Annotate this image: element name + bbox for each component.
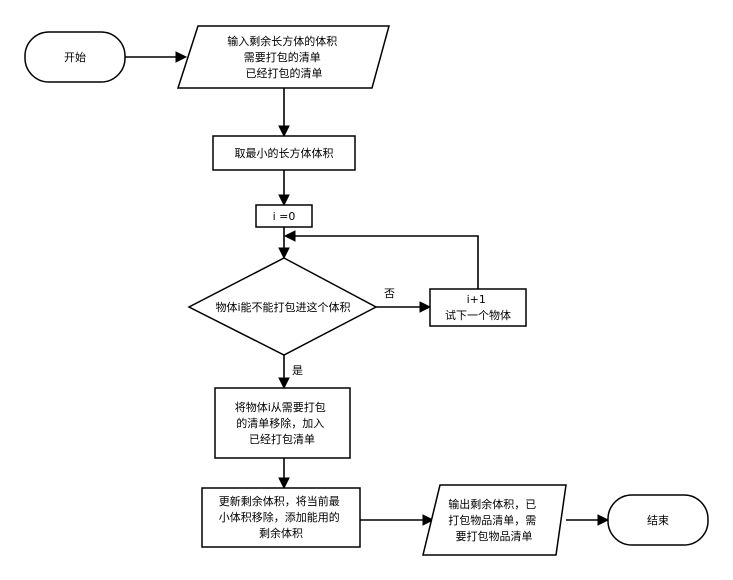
- edge-input-takemin-arrowhead: [278, 125, 290, 138]
- node-init-line: i =0: [273, 210, 296, 223]
- node-input: 输入剩余长方体的体积 需要打包的清单 已经打包的清单: [176, 25, 390, 89]
- edge-move-update-arrowhead: [278, 477, 290, 490]
- node-start-shape: [24, 31, 126, 83]
- node-end-line: 结束: [647, 514, 669, 527]
- node-update-line: 剩余体积: [259, 526, 303, 540]
- node-end-shape: [607, 494, 709, 546]
- node-start-line: 开始: [64, 50, 86, 64]
- node-move: 将物体i从需要打包 的清单移除，加入 已经打包清单: [214, 387, 351, 459]
- node-update-shape: [201, 487, 361, 548]
- node-init-label: i =0: [273, 210, 296, 223]
- node-update-line: 更新剩余体积，将当前最: [219, 494, 340, 508]
- node-decision-line: 物体i能不能打包进这个体积: [215, 300, 350, 314]
- node-next-line: 试下一个物体: [445, 308, 511, 322]
- node-output-shape: [422, 484, 567, 556]
- edge-next-loopback-arrowhead: [283, 230, 296, 242]
- node-decision-label: 物体i能不能打包进这个体积: [215, 300, 350, 314]
- node-start-label: 开始: [64, 50, 86, 64]
- node-output-line: 输出剩余体积，已: [448, 497, 536, 511]
- node-update-label: 更新剩余体积，将当前最 小体积移除，添加能用的 剩余体积: [219, 494, 344, 540]
- node-move-label: 将物体i从需要打包 的清单移除，加入 已经打包清单: [235, 400, 330, 446]
- node-move-line: 的清单移除，加入: [236, 416, 324, 430]
- node-next-shape: [429, 288, 527, 327]
- edge-update-output-arrowhead: [422, 514, 435, 526]
- node-output-line: 要打包物品清单: [456, 529, 533, 543]
- node-move-shape: [214, 387, 351, 459]
- node-start: 开始: [24, 31, 126, 83]
- node-input-shape: [176, 25, 390, 89]
- node-move-line: 已经打包清单: [249, 432, 315, 446]
- node-update-line: 小体积移除，添加能用的: [219, 510, 340, 524]
- node-output: 输出剩余体积，已 打包物品清单，需 要打包物品清单: [422, 484, 567, 556]
- node-init-shape: [255, 204, 313, 228]
- node-move-line: 将物体i从需要打包: [235, 400, 326, 414]
- node-input-line: 输入剩余长方体的体积: [227, 34, 337, 48]
- node-input-label: 输入剩余长方体的体积 需要打包的清单 已经打包的清单: [227, 34, 341, 80]
- node-next: i+1 试下一个物体: [429, 288, 527, 327]
- edge-label-no: 否: [384, 287, 395, 300]
- node-input-line: 需要打包的清单: [244, 50, 321, 64]
- node-end-label: 结束: [647, 514, 669, 527]
- edge-decision-next-arrowhead: [419, 301, 432, 313]
- node-output-label: 输出剩余体积，已 打包物品清单，需 要打包物品清单: [448, 497, 540, 543]
- node-update: 更新剩余体积，将当前最 小体积移除，添加能用的 剩余体积: [201, 487, 361, 548]
- edge-output-end-arrowhead: [597, 514, 610, 526]
- edge-init-decision-arrowhead: [278, 247, 290, 260]
- node-next-label: i+1 试下一个物体: [445, 293, 511, 322]
- node-take-min-shape: [212, 135, 356, 171]
- node-next-line: i+1: [467, 293, 486, 306]
- node-output-line: 打包物品清单，需: [448, 513, 536, 527]
- node-decision-shape: [187, 257, 378, 356]
- node-decision: 物体i能不能打包进这个体积: [187, 257, 378, 356]
- node-take-min-label: 取最小的长方体体积: [235, 146, 334, 160]
- edge-decision-move-arrowhead: [278, 377, 290, 390]
- node-take-min: 取最小的长方体体积: [212, 135, 356, 171]
- edge-label-yes: 是: [292, 364, 303, 377]
- node-input-line: 已经打包的清单: [246, 66, 323, 80]
- node-init: i =0: [255, 204, 313, 228]
- edge-start-input-arrowhead: [175, 51, 188, 63]
- node-end: 结束: [607, 494, 709, 546]
- edge-next-loopback: [293, 235, 479, 289]
- edge-takemin-init-arrowhead: [278, 194, 290, 207]
- node-take-min-line: 取最小的长方体体积: [235, 146, 334, 160]
